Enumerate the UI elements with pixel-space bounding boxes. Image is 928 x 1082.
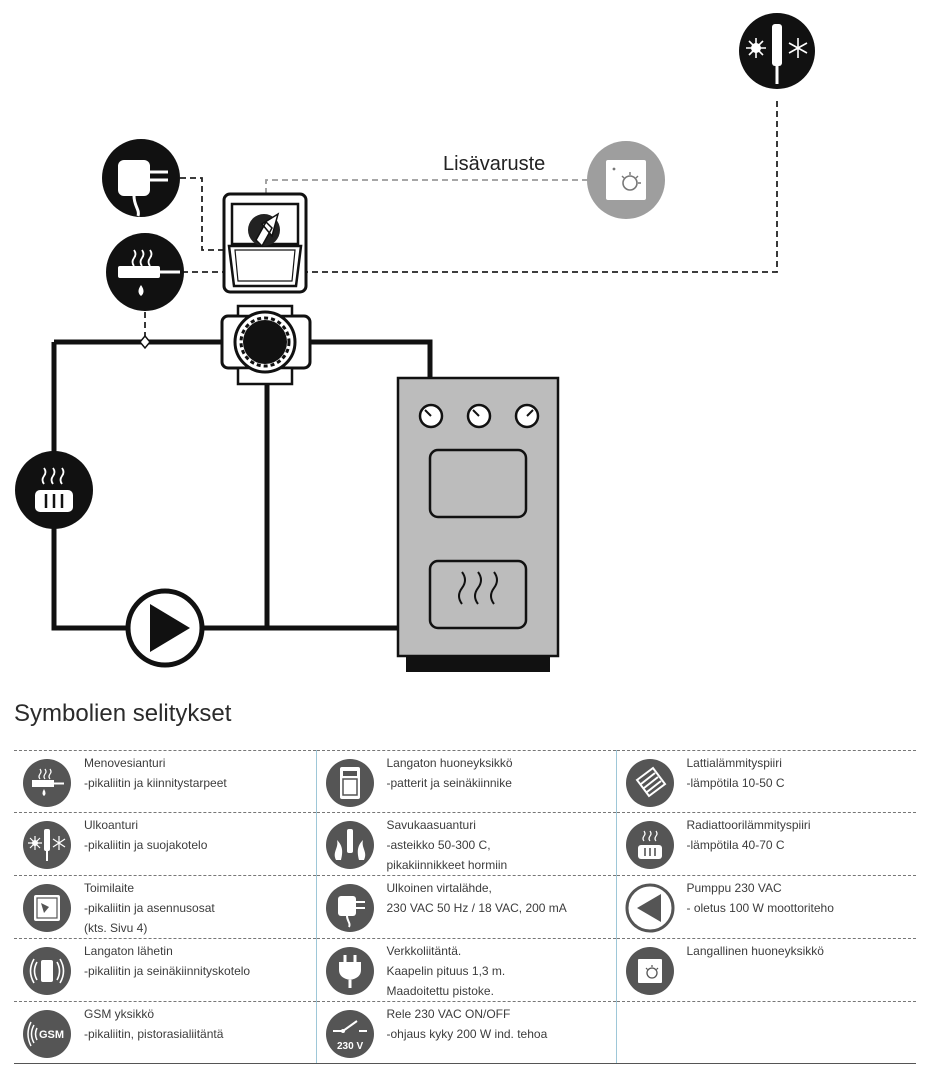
- legend-row: GSM yksikkö -pikaliitin, pistorasialiitän…: [14, 1001, 916, 1064]
- legend-cell: [616, 1001, 916, 1064]
- legend-item-detail: -pikaliitin, pistorasialiitäntä: [84, 1027, 224, 1041]
- outdoor-sensor-icon: [22, 820, 72, 870]
- legend-item-detail: -pikaliitin ja suojakotelo: [84, 838, 208, 852]
- legend-text: Verkkoliitäntä. Kaapelin pituus 1,3 m. Maa…: [387, 939, 506, 1001]
- legend-item-title: Rele 230 VAC ON/OFF: [386, 1007, 511, 1021]
- relay-voltage-badge: 230 V: [337, 1041, 363, 1052]
- legend-item-detail: pikakiinnikkeet hormiin: [386, 858, 508, 872]
- relay-icon: 230 V: [325, 1009, 375, 1059]
- actuator-icon: [222, 192, 308, 294]
- power-supply-icon: [325, 883, 375, 933]
- radiator-circuit-icon: [625, 820, 675, 870]
- legend-item-detail: -pikaliitin ja asennusosat: [84, 901, 215, 915]
- legend-table: Menovesianturi -pikaliitin ja kiinnitysta…: [14, 750, 916, 1064]
- legend-item-title: Langallinen huoneyksikkö: [686, 944, 824, 958]
- legend-cell: Langaton huoneyksikkö -patterit ja seinäk…: [316, 750, 617, 813]
- legend-cell: Ulkoanturi -pikaliitin ja suojakotelo: [14, 812, 317, 876]
- legend-item-title: Langaton huoneyksikkö: [386, 756, 513, 770]
- wireless-transmitter-icon: [22, 946, 72, 996]
- legend-item-title: Ulkoanturi: [84, 818, 139, 832]
- legend-item-title: GSM yksikkö: [84, 1007, 155, 1021]
- legend-item-title: Langaton lähetin: [84, 944, 173, 958]
- floor-heating-icon: [625, 758, 675, 808]
- pump-icon: [125, 588, 205, 668]
- legend-cell: Lattialämmityspiiri -lämpötila 10-50 C: [616, 750, 916, 813]
- legend-item-detail: -lämpötila 40-70 C: [686, 838, 785, 852]
- actuator-icon: [22, 883, 72, 933]
- legend-item-detail: - oletus 100 W moottoriteho: [686, 901, 834, 915]
- legend-text: Lattialämmityspiiri -lämpötila 10-50 C: [687, 751, 785, 793]
- legend-text: Pumppu 230 VAC - oletus 100 W moottoriteh…: [687, 876, 834, 918]
- legend-item-detail: 230 VAC 50 Hz / 18 VAC, 200 mA: [386, 901, 567, 915]
- legend-item-title: Radiattoorilämmityspiiri: [686, 818, 811, 832]
- legend-cell: Toimilaite -pikaliitin ja asennusosat (kts…: [14, 875, 317, 939]
- legend-text: Savukaasuanturi -asteikko 50-300 C, pikaki…: [387, 813, 508, 875]
- legend-item-title: Lattialämmityspiiri: [686, 756, 782, 770]
- sun-snowflake-thermometer-icon: [739, 13, 815, 89]
- legend-text: Toimilaite -pikaliitin ja asennusosat (kts…: [84, 876, 215, 938]
- legend-row: Toimilaite -pikaliitin ja asennusosat (kts…: [14, 875, 916, 939]
- legend-text: Radiattoorilämmityspiiri -lämpötila 40-70…: [687, 813, 811, 855]
- legend-text: GSM yksikkö -pikaliitin, pistorasialiitän…: [84, 1002, 223, 1044]
- boiler-icon: [396, 376, 560, 672]
- legend-title: Symbolien selitykset: [14, 700, 232, 727]
- legend-item-title: Menovesianturi: [84, 756, 166, 770]
- legend-item-detail: Maadoitettu pistoke.: [386, 984, 494, 998]
- mains-plug-icon: [325, 946, 375, 996]
- legend-cell: Pumppu 230 VAC - oletus 100 W moottoriteh…: [616, 875, 916, 939]
- legend-item-title: Verkkoliitäntä.: [386, 944, 462, 958]
- flow-sensor-icon: [22, 758, 72, 808]
- flue-gas-sensor-icon: [325, 820, 375, 870]
- wired-room-unit-icon: [625, 946, 675, 996]
- flow-sensor-icon: [106, 233, 184, 311]
- legend-text: Rele 230 VAC ON/OFF -ohjaus kyky 200 W in…: [387, 1002, 548, 1044]
- legend-cell: Langaton lähetin -pikaliitin ja seinäkiin…: [14, 938, 317, 1002]
- legend-row: Ulkoanturi -pikaliitin ja suojakotelo Savu…: [14, 812, 916, 876]
- mixing-valve-icon: [220, 304, 312, 386]
- legend-text: Langallinen huoneyksikkö: [687, 939, 824, 961]
- legend-item-detail: -asteikko 50-300 C,: [386, 838, 491, 852]
- power-adapter-icon: [102, 139, 180, 217]
- legend-item-title: Ulkoinen virtalähde,: [386, 881, 492, 895]
- legend-item-detail: -lämpötila 10-50 C: [686, 776, 785, 790]
- legend-item-detail: -ohjaus kyky 200 W ind. tehoa: [386, 1027, 548, 1041]
- legend-item-title: Pumppu 230 VAC: [686, 881, 782, 895]
- legend-cell: Verkkoliitäntä. Kaapelin pituus 1,3 m. Maa…: [316, 938, 617, 1002]
- legend-cell: Savukaasuanturi -asteikko 50-300 C, pikaki…: [316, 812, 617, 876]
- legend-text: Ulkoinen virtalähde, 230 VAC 50 Hz / 18 V…: [387, 876, 567, 918]
- wireless-room-unit-icon: [325, 758, 375, 808]
- sensor-junction: [139, 334, 151, 350]
- legend-item-detail: -pikaliitin ja seinäkiinnityskotelo: [84, 964, 251, 978]
- legend-cell: Langallinen huoneyksikkö: [616, 938, 916, 1002]
- legend-text: Langaton lähetin -pikaliitin ja seinäkiin…: [84, 939, 250, 981]
- legend-item-detail: (kts. Sivu 4): [84, 921, 148, 935]
- legend-item-detail: Kaapelin pituus 1,3 m.: [386, 964, 506, 978]
- legend-text: Langaton huoneyksikkö -patterit ja seinäk…: [387, 751, 513, 793]
- legend-cell: Radiattoorilämmityspiiri -lämpötila 40-70…: [616, 812, 916, 876]
- legend-cell: Ulkoinen virtalähde, 230 VAC 50 Hz / 18 V…: [316, 875, 617, 939]
- accessory-link-line: [265, 179, 588, 194]
- legend-cell: 230 V Rele 230 VAC ON/OFF -ohjaus kyky 200…: [316, 1001, 617, 1064]
- radiator-icon: [15, 451, 93, 529]
- accessory-label: Lisävaruste: [443, 153, 545, 175]
- heating-system-diagram: Lisävaruste: [15, 13, 815, 672]
- legend-row: Langaton lähetin -pikaliitin ja seinäkiin…: [14, 938, 916, 1002]
- legend-text: Menovesianturi -pikaliitin ja kiinnitysta…: [84, 751, 227, 793]
- wired-room-unit-icon: [587, 141, 665, 219]
- legend-cell: GSM yksikkö -pikaliitin, pistorasialiitän…: [14, 1001, 317, 1064]
- legend-item-title: Savukaasuanturi: [386, 818, 476, 832]
- pump-icon: [625, 883, 675, 933]
- legend-item-detail: -pikaliitin ja kiinnitystarpeet: [84, 776, 227, 790]
- legend-row: Menovesianturi -pikaliitin ja kiinnitysta…: [14, 750, 916, 813]
- legend-cell: Menovesianturi -pikaliitin ja kiinnitysta…: [14, 750, 317, 813]
- legend-item-title: Toimilaite: [84, 881, 135, 895]
- gsm-unit-icon: [22, 1009, 72, 1059]
- legend-text: Ulkoanturi -pikaliitin ja suojakotelo: [84, 813, 207, 855]
- legend-item-detail: -patterit ja seinäkiinnike: [386, 776, 512, 790]
